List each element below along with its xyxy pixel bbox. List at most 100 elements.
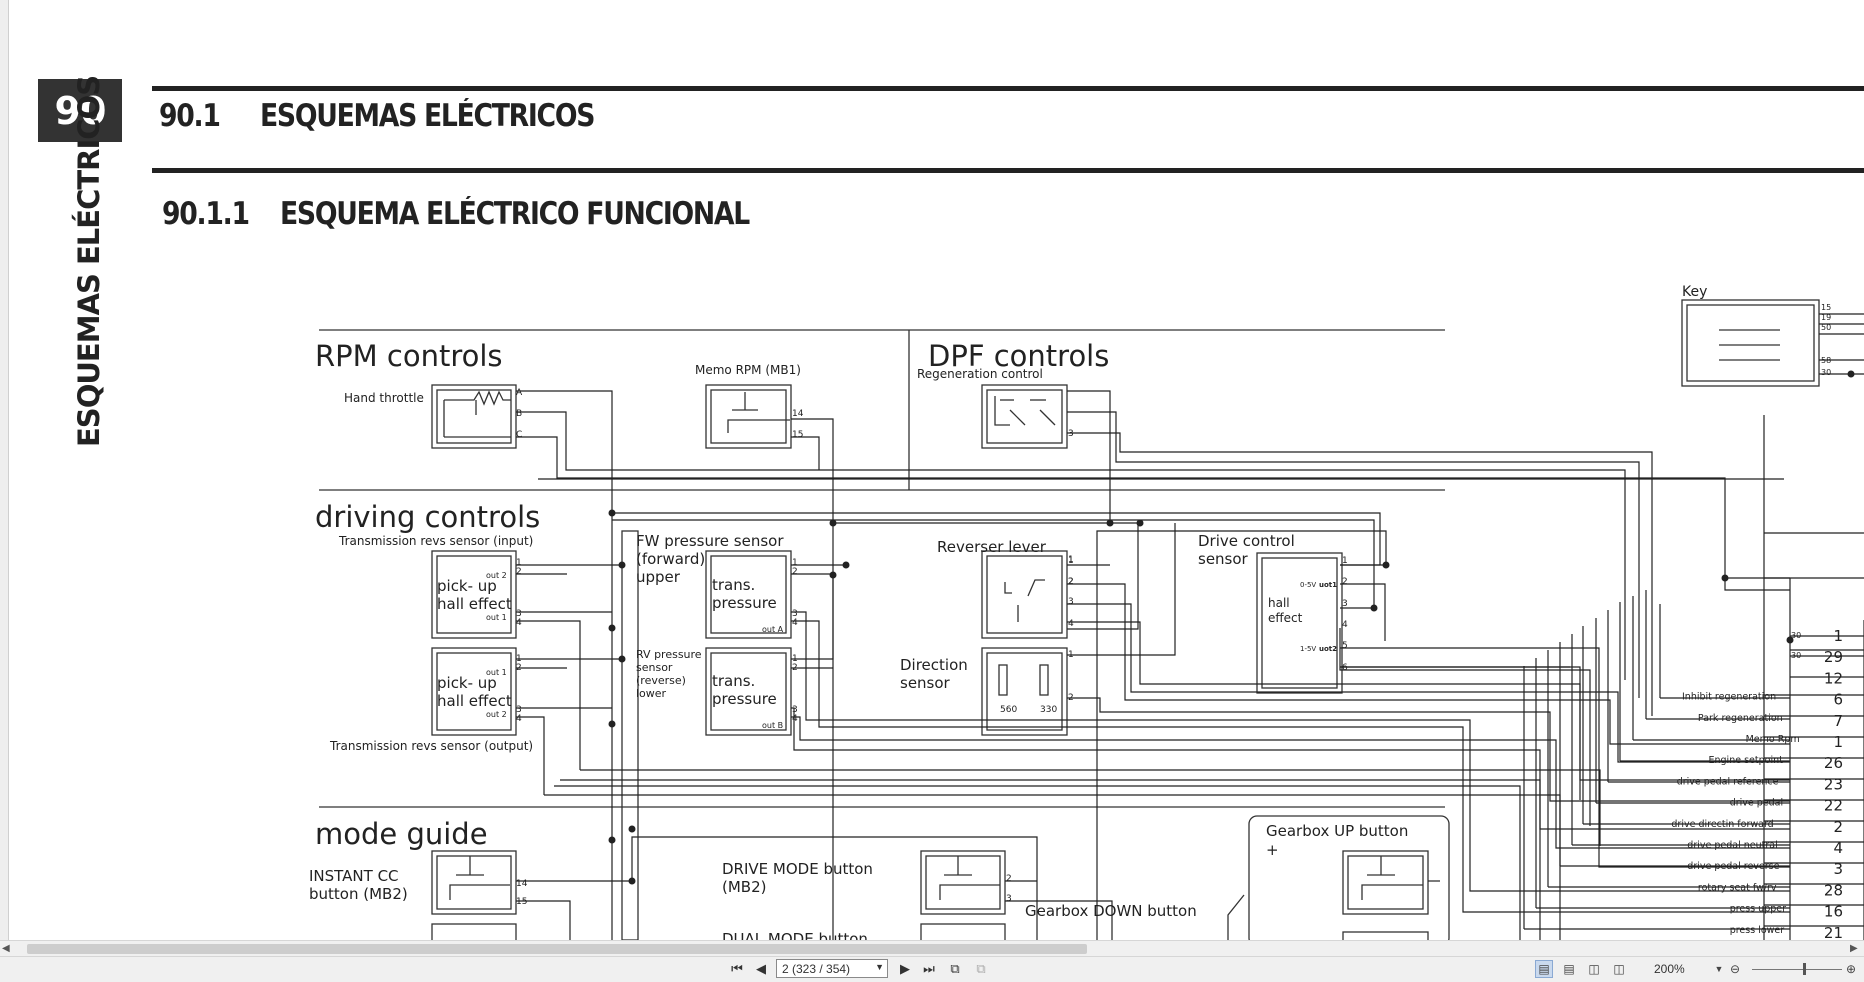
horizontal-scrollbar[interactable]: ◀ ▶ [0,940,1864,957]
pin-number: 2 [516,663,522,673]
connector-row-label: drive directin forward [1671,819,1773,830]
zoom-in-icon[interactable]: ⊕ [1845,962,1857,976]
scroll-left-icon[interactable]: ◀ [2,943,10,954]
connector-row-label: press upper [1730,904,1786,915]
label-hall-effect: hall effect [1268,596,1303,625]
pin-number: 2 [1068,693,1074,703]
pin-cc-15: 15 [516,897,527,907]
continuous-icon[interactable]: ▤ [1563,962,1575,976]
label-drive-control: Drive control sensor [1198,532,1295,568]
key-pin-58: 58 [1821,356,1831,365]
pin-number: 3 [1068,429,1074,439]
go-forward-icon[interactable]: ⧉ [976,961,986,976]
label-dual-mode: DUAL MODE button [722,930,868,940]
connector-row-label: press lower [1730,925,1785,936]
pin-number: 4 [1342,620,1348,630]
pin-number: 2 [792,663,798,673]
zoom-slider[interactable] [1752,969,1842,970]
pin-number: 3 [1068,597,1074,607]
label-reverser: Reverser lever [937,538,1047,556]
label-trans-pressure1: trans. pressure [712,576,777,612]
label-gearbox-up: Gearbox UP button [1266,822,1408,840]
subsection-title: ESQUEMA ELÉCTRICO FUNCIONAL [280,196,750,232]
section-title: ESQUEMAS ELÉCTRICOS [260,98,595,134]
label-trans-revs-input: Transmission revs sensor (input) [338,534,533,548]
pin-number: 1 [1068,556,1074,566]
connector-row-pin: 1 [1833,627,1843,645]
pin-number: 4 [1068,619,1074,629]
schematic-labels: RPM controls DPF controls driving contro… [315,284,1831,940]
pin-number: 2 [792,567,798,577]
facing-continuous-icon[interactable]: ◫ [1613,962,1625,976]
header-rule-bottom [152,168,1864,173]
pin-number: 1 [1068,555,1074,565]
pin-outb: out B [762,721,783,730]
left-panel-edge [0,0,9,940]
zoom-level[interactable]: 200% [1654,962,1685,976]
schematic-wires [516,313,1864,940]
connector-row-pin: 16 [1824,903,1843,921]
connector-row-label: Engine setpoint [1709,755,1784,766]
pin-uot1: uot1 [1319,581,1337,589]
pin-number: 3 [1006,894,1012,904]
schematic-frames [319,299,1820,940]
pin-number: 1 [792,558,798,568]
subsection-number: 90.1.1 [162,196,250,232]
label-trans-revs-output: Transmission revs sensor (output) [329,739,533,753]
label-drive-mode: DRIVE MODE button (MB2) [722,860,873,896]
pin-cc-14: 14 [516,879,528,889]
label-regen-control: Regeneration control [917,367,1043,381]
connector-row-label: Inhibit regeneration [1682,692,1776,703]
connector-row-pin: 23 [1824,775,1843,793]
conn-pin-30b: 30 [1791,651,1801,660]
pin-number: 3 [792,609,798,619]
zoom-out-icon[interactable]: ⊖ [1729,962,1741,976]
key-pin-15: 15 [1821,303,1831,312]
chevron-down-icon[interactable]: ▼ [875,962,884,972]
group-mode: mode guide [315,817,488,851]
next-page-icon[interactable]: ▶ [900,961,910,976]
go-back-icon[interactable]: ⧉ [950,961,960,976]
zoom-slider-thumb[interactable] [1803,963,1806,975]
key-pin-19: 19 [1821,313,1831,322]
scroll-right-icon[interactable]: ▶ [1850,943,1858,954]
pin-outa: out A [762,625,784,634]
last-page-icon[interactable]: ⏭ [923,961,935,976]
chapter-number-box: 90 [38,79,122,142]
pin-number: 2 [1068,577,1074,587]
label-plus: + [1266,841,1279,859]
chapter-number: 90 [54,88,107,133]
navigation-toolbar: ⏮ ◀ 2 (323 / 354) ▼ ▶ ⏭ ⧉ ⧉ ▤ ▤ ◫ ◫ 200%… [0,956,1864,982]
zoom-dropdown-icon[interactable]: ▼ [1714,964,1724,974]
pin-number: 3 [792,705,798,715]
pin-out2-a: out 2 [486,571,507,580]
pin-number: 2 [1068,577,1074,587]
connector-row-pin: 7 [1833,712,1843,730]
label-hand-throttle: Hand throttle [344,391,424,405]
first-page-icon[interactable]: ⏮ [731,961,743,976]
label-fw-sensor: FW pressure sensor (forward) upper [636,532,784,586]
connector-row-label: rotary seat fw/rv [1698,882,1777,893]
pin-number: 4 [792,618,798,628]
pin-number: 1 [1342,556,1348,566]
pin-out1-b: out 1 [486,668,507,677]
connector-row-pin: 28 [1824,881,1843,899]
pin-uot2: uot2 [1319,645,1337,653]
prev-page-icon[interactable]: ◀ [756,961,766,976]
section-number: 90.1 [159,98,221,134]
group-driving: driving controls [315,500,540,534]
label-pickup2: pick- up hall effect [437,674,512,710]
facing-icon[interactable]: ◫ [1588,962,1600,976]
label-gearbox-down: Gearbox DOWN button [1025,902,1197,920]
single-page-icon[interactable]: ▤ [1535,960,1553,978]
scrollbar-thumb[interactable] [27,944,1087,954]
connector-row-pin: 4 [1833,839,1843,857]
page-number-field[interactable]: 2 (323 / 354) ▼ [776,959,888,978]
label-memo-rpm: Memo RPM (MB1) [695,363,801,377]
connector-row-pin: 12 [1824,669,1843,687]
pin-number: 4 [516,618,522,628]
pin-number: 6 [1342,663,1348,673]
